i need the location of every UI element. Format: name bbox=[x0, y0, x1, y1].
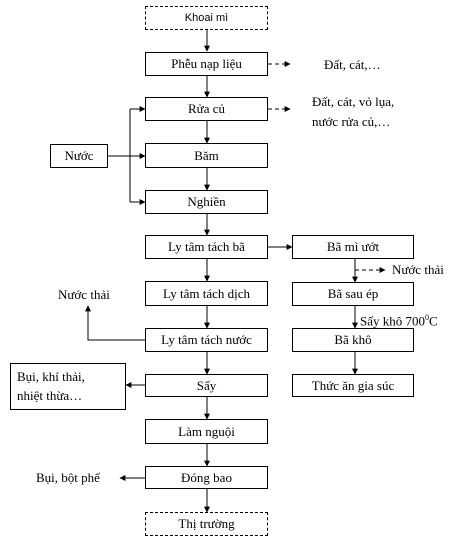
wash-box: Rửa củ bbox=[145, 97, 268, 121]
wastewater-left-label: Nước thải bbox=[58, 287, 110, 302]
market-box: Thị trường bbox=[145, 512, 268, 536]
cooling-label: Làm nguội bbox=[178, 423, 235, 439]
drying-temperature-label: Sấy khô 7000C bbox=[360, 310, 438, 329]
grind-label: Nghiền bbox=[187, 194, 226, 209]
cooling-box: Làm nguội bbox=[145, 419, 268, 444]
hopper-waste-label: Đất, cát,… bbox=[324, 57, 381, 72]
dry-pulp-label: Bã khô bbox=[334, 332, 372, 347]
bagging-label: Đóng bao bbox=[181, 469, 232, 485]
chop-label: Băm bbox=[194, 147, 219, 163]
wash-waste-label-line2: nước rửa củ,… bbox=[312, 114, 391, 129]
pulp-wastewater-label: Nước thải bbox=[392, 262, 444, 277]
wash-waste-label-line1: Đất, cát, vỏ lụa, bbox=[312, 94, 395, 109]
hopper-label: Phễu nạp liệu bbox=[171, 56, 242, 71]
bagging-box: Đóng bao bbox=[145, 466, 268, 489]
wet-pulp-label: Bã mì ướt bbox=[326, 239, 380, 254]
water-separation-label: Ly tâm tách nước bbox=[161, 332, 252, 347]
water-box: Nước bbox=[50, 144, 108, 168]
pulp-separation-label: Ly tâm tách bã bbox=[168, 239, 245, 254]
grind-box: Nghiền bbox=[145, 190, 268, 214]
water-label: Nước bbox=[64, 148, 94, 163]
bagging-dust-label: Bụi, bột phế bbox=[36, 470, 100, 485]
drying-temp-prefix: Sấy khô 700 bbox=[360, 313, 425, 329]
liquid-separation-box: Ly tâm tách dịch bbox=[145, 281, 268, 306]
wash-label: Rửa củ bbox=[187, 101, 225, 116]
chop-box: Băm bbox=[145, 143, 268, 168]
arrow-watersep-to-wastewater bbox=[85, 305, 145, 341]
pressed-pulp-box: Bã sau ép bbox=[292, 282, 414, 306]
liquid-separation-label: Ly tâm tách dịch bbox=[162, 285, 250, 301]
dryer-emissions-box: Bụi, khí thải, nhiệt thừa… bbox=[10, 363, 126, 410]
input-box: Khoai mì bbox=[145, 6, 268, 30]
water-separation-box: Ly tâm tách nước bbox=[145, 328, 268, 352]
drying-temp-suffix: C bbox=[429, 313, 438, 329]
dryer-emissions-line2: nhiệt thừa… bbox=[17, 388, 83, 403]
pulp-separation-box: Ly tâm tách bã bbox=[145, 235, 268, 259]
hopper-box: Phễu nạp liệu bbox=[145, 52, 268, 76]
wet-pulp-box: Bã mì ướt bbox=[292, 235, 414, 259]
dryer-emissions-line1: Bụi, khí thải, bbox=[17, 369, 85, 384]
market-label: Thị trường bbox=[178, 516, 235, 531]
drying-temp-sup: 0 bbox=[425, 313, 429, 322]
animal-feed-box: Thức ăn gia súc bbox=[292, 374, 414, 397]
pressed-pulp-label: Bã sau ép bbox=[327, 286, 379, 301]
input-label: Khoai mì bbox=[184, 12, 229, 24]
dry-pulp-box: Bã khô bbox=[292, 328, 414, 352]
dryer-box: Sấy bbox=[145, 374, 268, 397]
animal-feed-label: Thức ăn gia súc bbox=[311, 377, 395, 393]
dryer-label: Sấy bbox=[196, 377, 217, 393]
